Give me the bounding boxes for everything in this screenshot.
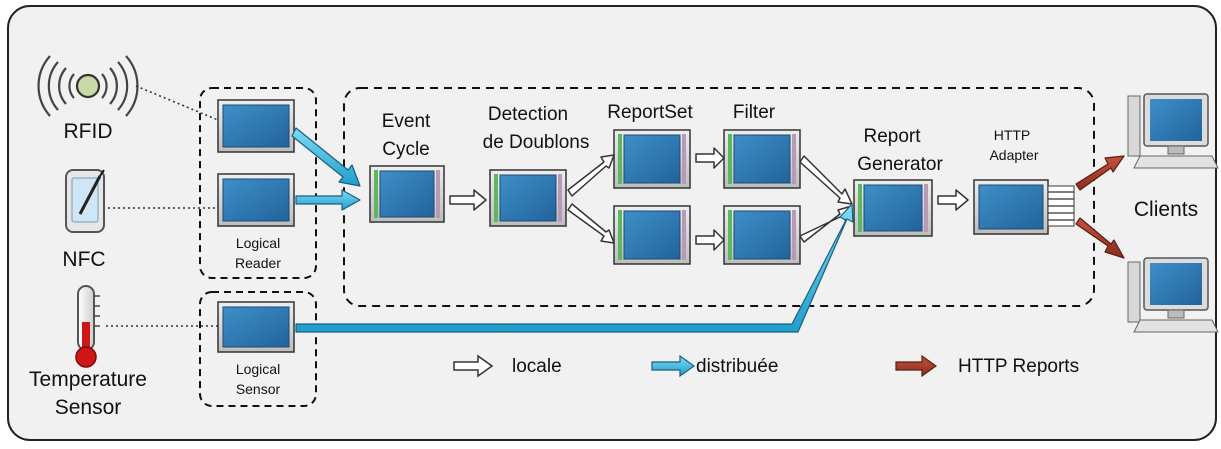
logical-reader-group	[199, 87, 317, 279]
distribuee-arrows	[291, 127, 854, 333]
temperature-label-line2: Sensor	[55, 396, 122, 419]
locale-arrows	[449, 147, 969, 251]
nfc-label: NFC	[62, 248, 105, 271]
detection-label-line2: de Doublons	[483, 132, 590, 153]
source-connectors	[106, 85, 219, 327]
detection-doublons-module	[489, 169, 567, 227]
logical-sensor-label-line1: Logical	[236, 361, 280, 377]
client-computer-icon-2	[1127, 257, 1219, 333]
legend-http-reports-arrow	[895, 354, 938, 378]
http-report-arrows	[1075, 155, 1125, 259]
logical-sensor-label-line2: Sensor	[236, 381, 281, 397]
legend-locale-arrow	[453, 354, 494, 378]
http-adapter-label-line1: HTTP	[994, 127, 1031, 143]
report-generator-module	[853, 179, 933, 237]
clients-label: Clients	[1134, 198, 1198, 221]
report-generator-label-line2: Generator	[857, 154, 943, 175]
rfid-label: RFID	[64, 120, 113, 143]
http-adapter-label-line2: Adapter	[989, 147, 1038, 163]
reportset-module-2	[613, 205, 691, 265]
event-cycle-label-line2: Cycle	[382, 139, 430, 160]
filter-label: Filter	[733, 102, 776, 123]
legend-distribuee-arrow	[651, 354, 696, 378]
logical-reader-module-1	[217, 99, 295, 153]
event-cycle-module	[369, 165, 445, 223]
logical-reader-label-line1: Logical	[236, 235, 280, 251]
legend: locale distribuée HTTP Reports	[453, 354, 1079, 378]
reportset-module-1	[613, 129, 691, 189]
client-computer-icon-1	[1127, 93, 1219, 169]
temperature-label-line1: Temperature	[29, 368, 147, 391]
rfid-icon	[37, 55, 139, 117]
filter-module-2	[723, 205, 801, 265]
http-adapter-ports	[1047, 185, 1075, 227]
http-adapter-module	[973, 179, 1049, 235]
logical-reader-label-line2: Reader	[235, 255, 281, 271]
logical-sensor-module	[217, 301, 295, 353]
report-generator-label-line1: Report	[863, 126, 921, 147]
filter-module-1	[723, 129, 801, 189]
event-cycle-label-line1: Event	[382, 111, 431, 132]
nfc-phone-icon	[65, 169, 105, 233]
reportset-label: ReportSet	[607, 102, 693, 123]
legend-distribuee-label: distribuée	[696, 356, 778, 377]
detection-label-line1: Detection	[488, 104, 568, 125]
logical-reader-module-2	[217, 173, 295, 227]
logical-sensor-group	[199, 291, 317, 407]
legend-http-reports-label: HTTP Reports	[958, 356, 1079, 377]
legend-locale-label: locale	[512, 356, 562, 377]
thermometer-icon	[75, 285, 100, 368]
